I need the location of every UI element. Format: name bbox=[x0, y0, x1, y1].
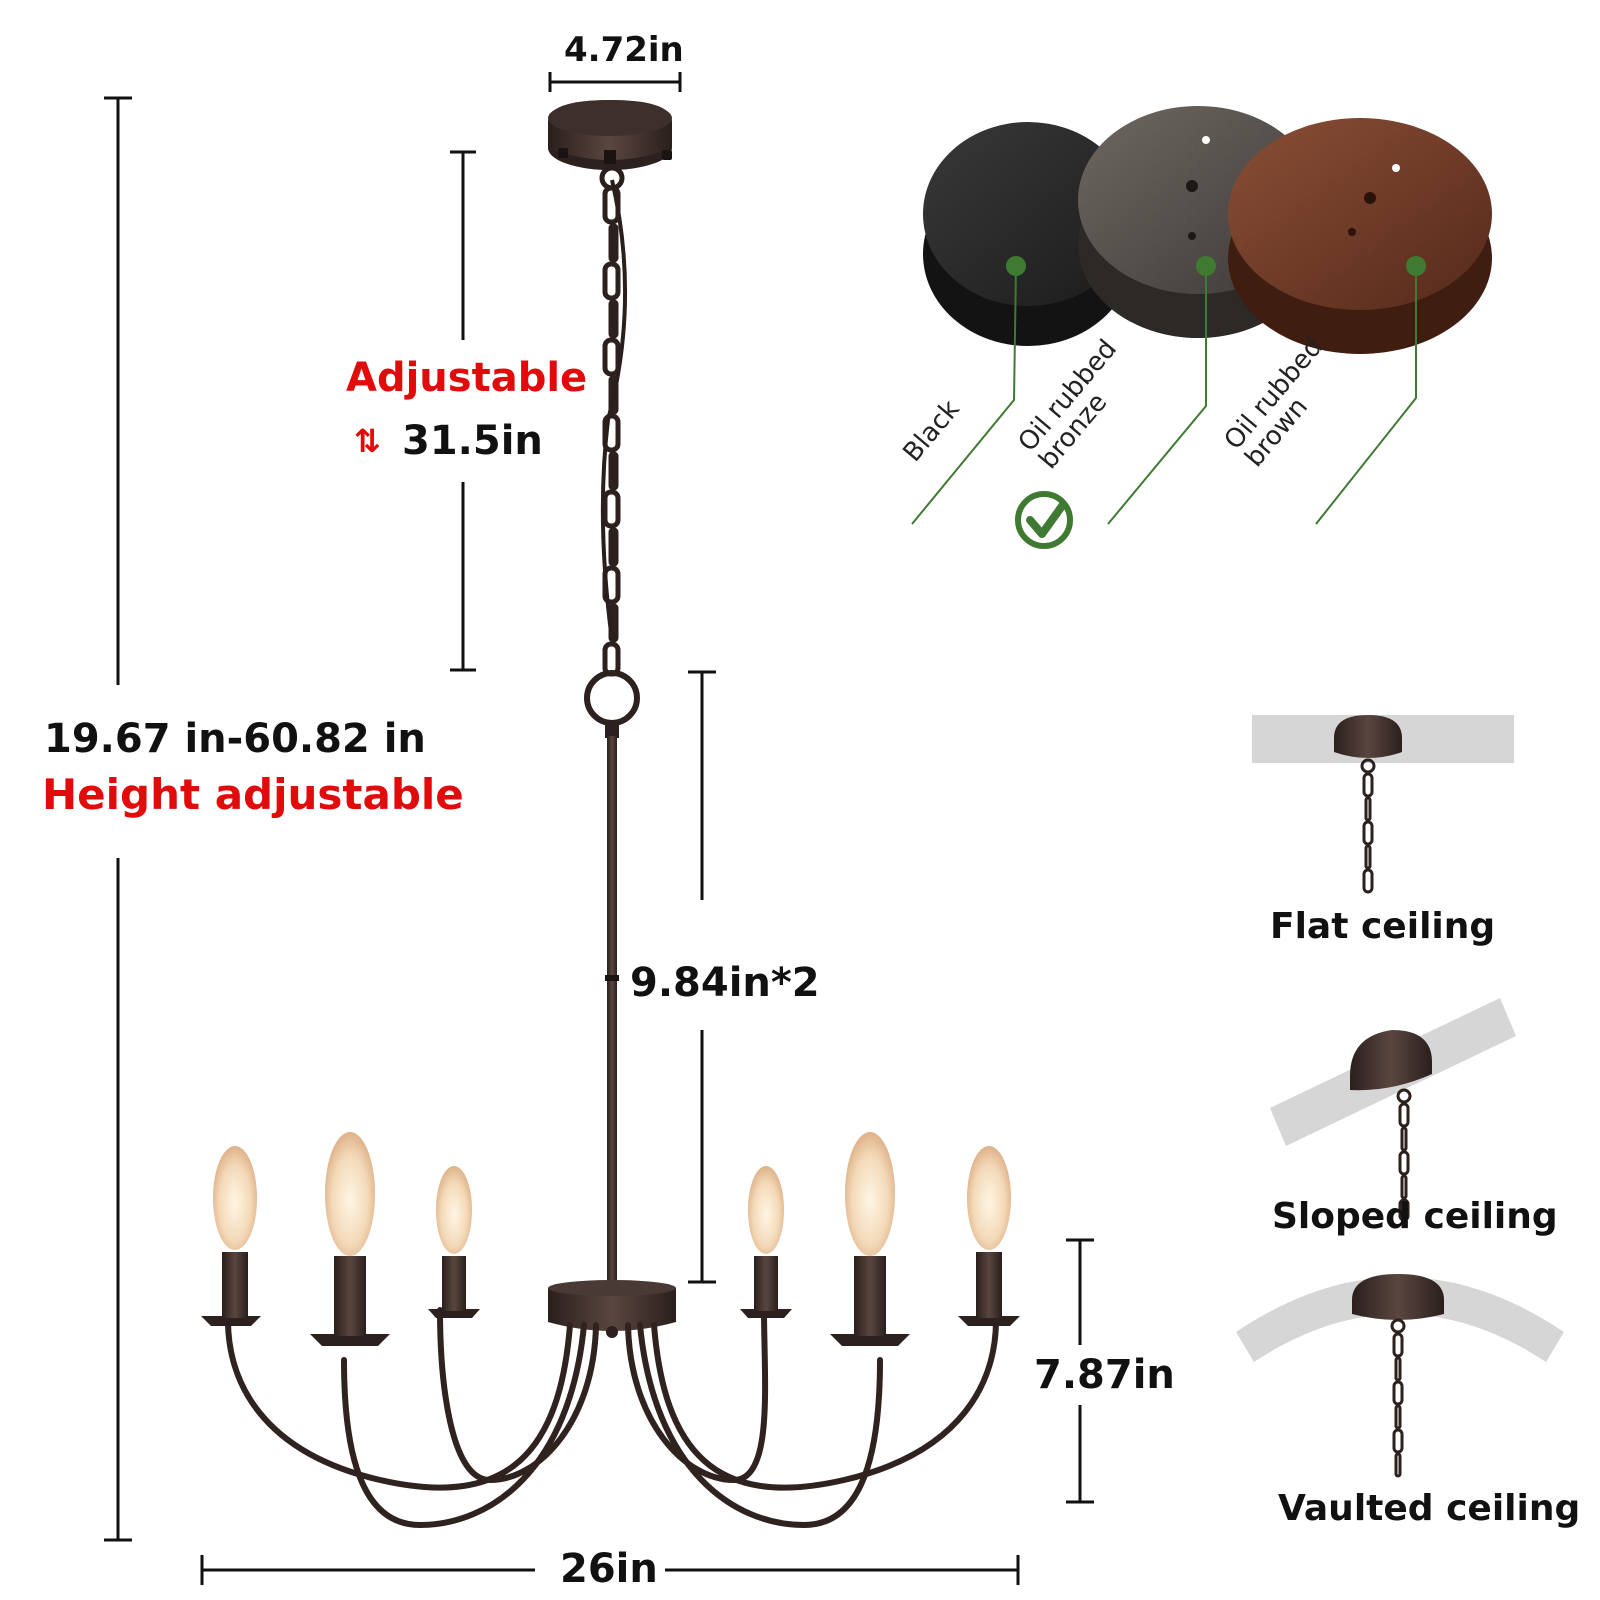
candle-5 bbox=[830, 1132, 910, 1346]
body-height-label: 7.87in bbox=[1034, 1352, 1175, 1398]
finish-swatches bbox=[911, 106, 1492, 549]
sloped-ceiling-illustration bbox=[1270, 998, 1516, 1222]
finish-dot bbox=[1006, 256, 1026, 276]
hanging-chain bbox=[602, 185, 621, 677]
chain-adjustable-label: Adjustable bbox=[346, 355, 588, 401]
dimension-lines bbox=[104, 72, 1094, 1585]
canopy-width-label: 4.72in bbox=[564, 30, 684, 70]
overall-height-range: 19.67 in-60.82 in bbox=[44, 716, 426, 762]
height-adjustable-note: Height adjustable bbox=[42, 770, 464, 819]
candle-6 bbox=[958, 1146, 1020, 1326]
vaulted-ceiling-label: Vaulted ceiling bbox=[1278, 1488, 1581, 1529]
ceiling-canopy bbox=[548, 100, 672, 191]
rod-length-label: 9.84in*2 bbox=[630, 960, 820, 1006]
candle-4 bbox=[740, 1166, 792, 1318]
up-down-arrows-icon: ⇅ bbox=[354, 422, 381, 460]
flat-ceiling-illustration bbox=[1252, 715, 1514, 894]
candle-2 bbox=[310, 1132, 390, 1346]
candle-1 bbox=[201, 1146, 261, 1326]
candle-3 bbox=[428, 1166, 480, 1318]
chandelier-fixture bbox=[201, 100, 1020, 1529]
chain-adjustable-value: 31.5in bbox=[402, 418, 543, 464]
body-width-label: 26in bbox=[560, 1546, 658, 1592]
flat-ceiling-label: Flat ceiling bbox=[1270, 906, 1496, 947]
chandelier-arms bbox=[225, 1307, 999, 1529]
finish-dot bbox=[1406, 256, 1426, 276]
finish-dot bbox=[1196, 256, 1216, 276]
swatch-oil-rubbed-brown bbox=[1228, 118, 1492, 354]
vaulted-ceiling-illustration bbox=[1236, 1274, 1564, 1478]
selected-check-icon bbox=[1015, 491, 1073, 549]
sloped-ceiling-label: Sloped ceiling bbox=[1272, 1196, 1558, 1237]
ceiling-type-illustrations bbox=[1236, 715, 1564, 1478]
finish-leader-lines bbox=[911, 265, 1417, 525]
